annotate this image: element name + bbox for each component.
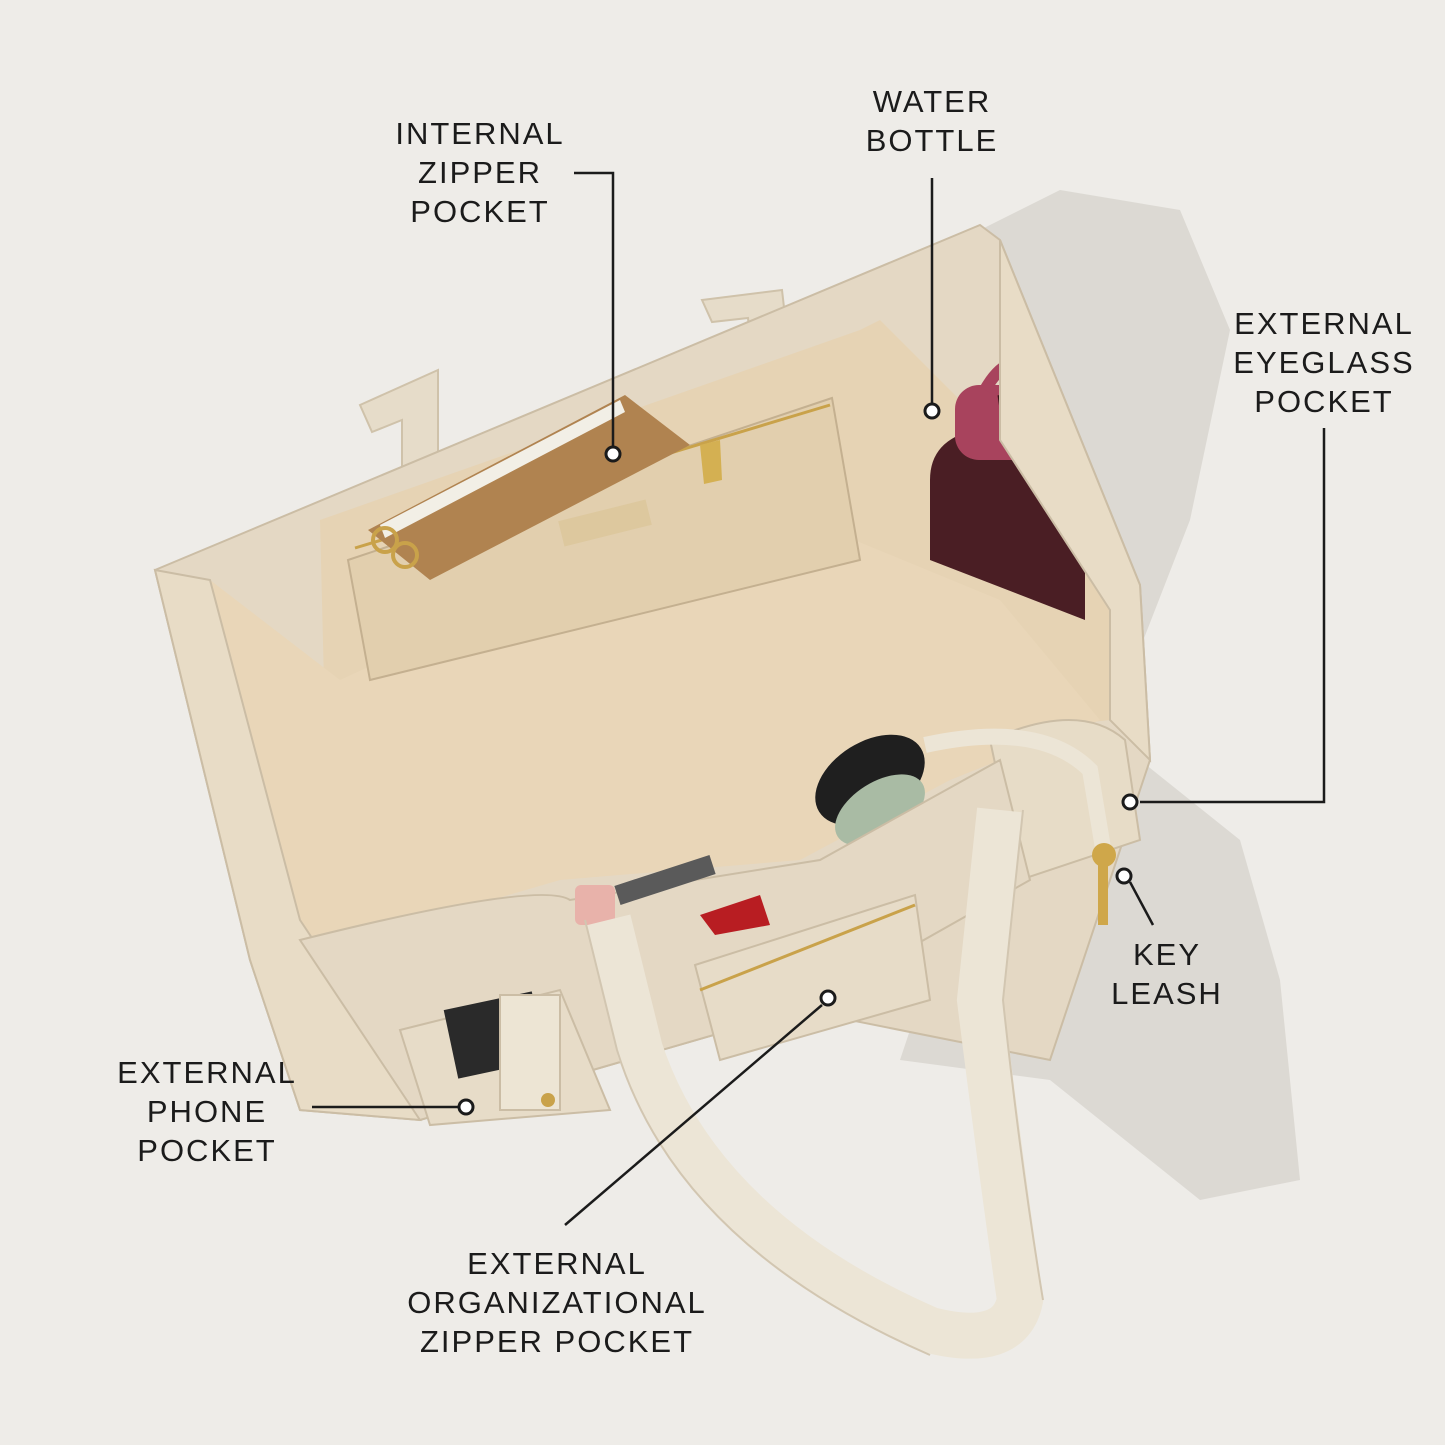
callout-external-eyeglass-pocket: EXTERNAL EYEGLASS POCKET — [1233, 306, 1415, 419]
phone-pocket-tab — [499, 994, 561, 1111]
bag-lining-floor — [210, 530, 1100, 950]
dot-external-eyeglass-pocket — [1121, 793, 1139, 811]
front-pocket-items — [575, 855, 770, 935]
dot-external-phone-pocket — [457, 1098, 475, 1116]
callout-water-bottle: WATER BOTTLE — [865, 84, 999, 158]
leader-endpoints — [457, 402, 1139, 1116]
leader-external-organizational-zipper-pocket — [564, 1004, 823, 1226]
front-handle-edges — [584, 809, 1044, 1356]
leader-lines — [312, 171, 1326, 1226]
pocket-logo-plate — [558, 499, 652, 547]
dot-external-organizational-zipper-pocket — [819, 989, 837, 1007]
key-leash-strap — [923, 728, 1113, 862]
organizational-zipper-line — [699, 903, 916, 992]
dot-water-bottle — [923, 402, 941, 420]
callout-external-phone-pocket: EXTERNAL PHONE POCKET — [117, 1055, 297, 1168]
leader-external-eyeglass-pocket — [1140, 428, 1326, 804]
leader-key-leash — [1128, 881, 1155, 926]
dot-internal-zipper-pocket — [604, 445, 622, 463]
callout-internal-zipper-pocket: INTERNAL ZIPPER POCKET — [395, 116, 565, 229]
callout-key-leash: KEY LEASH — [1111, 937, 1223, 1011]
front-handles — [585, 807, 1044, 1359]
leader-internal-zipper-pocket — [574, 171, 615, 448]
organizational-zipper-pocket-panel — [693, 893, 932, 1062]
key-clip — [1092, 843, 1116, 925]
notebook — [368, 395, 690, 580]
phone-pocket-snap — [541, 1093, 555, 1107]
dot-key-leash — [1115, 867, 1133, 885]
callout-external-organizational-zipper-pocket: EXTERNAL ORGANIZATIONAL ZIPPER POCKET — [407, 1246, 707, 1359]
zipper-pull — [700, 440, 722, 484]
bag-right-side-panel — [999, 239, 1152, 763]
